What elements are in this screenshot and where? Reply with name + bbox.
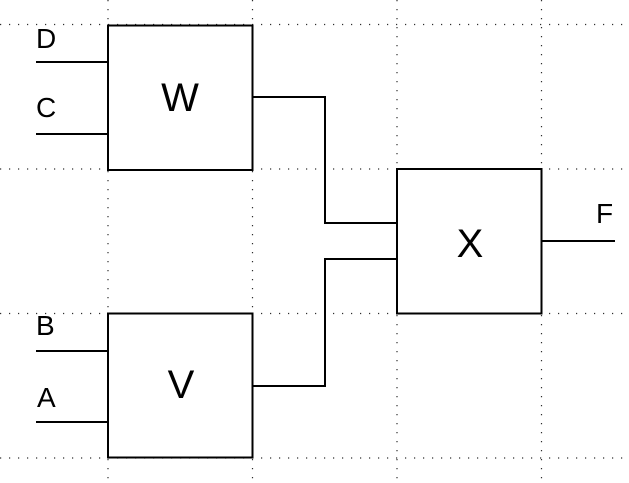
input-label-b: B: [36, 310, 55, 341]
block-w-box: [107, 24, 254, 171]
block-x-label: X: [457, 222, 484, 266]
block-w: W: [107, 24, 254, 171]
block-v-box: [107, 312, 254, 459]
wire-v-to-x: [252, 258, 397, 387]
block-x-box: [396, 168, 543, 315]
output-label-f: F: [596, 198, 613, 229]
block-w-label: W: [161, 76, 199, 120]
input-label-c: C: [36, 92, 56, 123]
block-v: V: [107, 312, 254, 459]
wires: [36, 61, 615, 423]
wire-w-to-x: [252, 96, 397, 224]
input-label-a: A: [37, 382, 56, 413]
block-v-label: V: [168, 363, 195, 407]
input-label-d: D: [36, 23, 56, 54]
pin-labels: D C B A F: [36, 23, 613, 413]
block-x: X: [396, 168, 543, 315]
